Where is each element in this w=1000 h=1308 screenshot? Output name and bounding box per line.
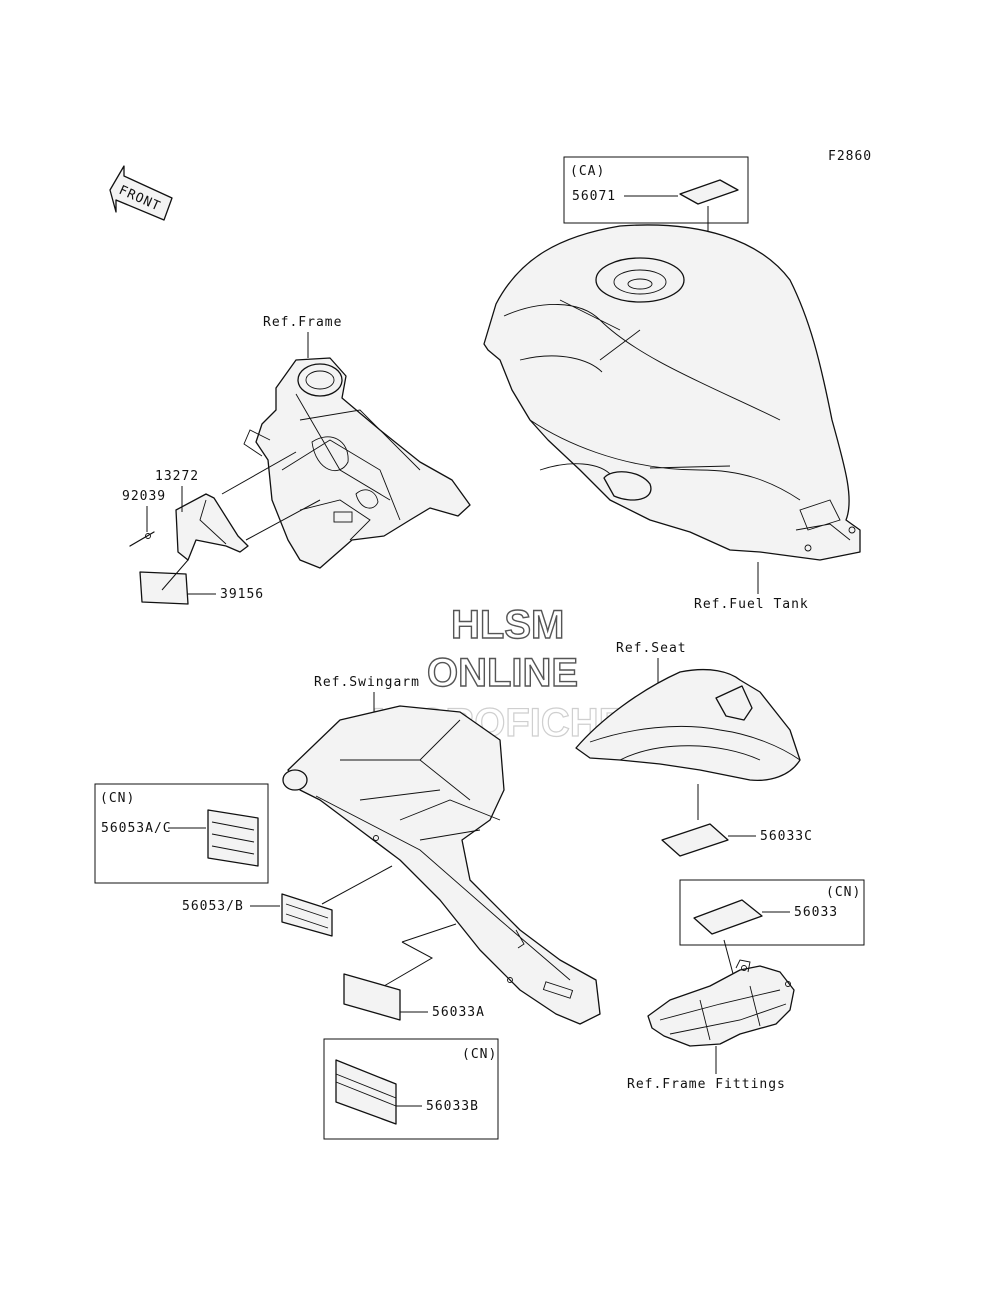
fuel-tank-illustration: [483, 224, 861, 561]
part-56033b-label: 56033B: [426, 1099, 479, 1114]
cn-callout-box-56033: [679, 879, 865, 946]
figure-code: F2860: [828, 149, 872, 164]
frame-illustration: [175, 357, 471, 569]
ref-swingarm-label: Ref.Swingarm: [314, 675, 420, 690]
label-56033b-sticker: [335, 1059, 397, 1125]
part-13272-label: 13272: [155, 469, 199, 484]
ca-callout-box: [563, 156, 749, 224]
cn-region-tag-56033: (CN): [826, 885, 861, 900]
label-56053ac-sticker: [207, 809, 259, 867]
front-arrow-icon: FRONT: [109, 165, 173, 221]
ref-frame-label: Ref.Frame: [263, 315, 342, 330]
screw-icon: [129, 531, 155, 547]
swingarm-illustration: [282, 705, 601, 1025]
ref-frame-fittings-label: Ref.Frame Fittings: [627, 1077, 786, 1092]
cn-callout-box-56053ac: [94, 783, 269, 884]
label-56033-sticker: [693, 899, 763, 935]
part-56033-label: 56033: [794, 905, 838, 920]
label-56033a-sticker: [343, 973, 401, 1021]
label-56053b-sticker: [281, 893, 333, 937]
label-56071-sticker: [679, 179, 739, 205]
label-56033c-sticker: [661, 823, 729, 857]
seat-illustration: [575, 668, 801, 782]
part-92039-label: 92039: [122, 489, 166, 504]
cn-region-tag-56033b: (CN): [462, 1047, 497, 1062]
svg-text:HLSM: HLSM: [451, 603, 564, 647]
part-39156-label: 39156: [220, 587, 264, 602]
cn-callout-box-56033b: [323, 1038, 499, 1140]
ca-region-tag: (CA): [570, 164, 605, 179]
part-56033c-label: 56033C: [760, 829, 813, 844]
part-56033a-label: 56033A: [432, 1005, 485, 1020]
part-56053b-label: 56053/B: [182, 899, 244, 914]
ref-fuel-tank-label: Ref.Fuel Tank: [694, 597, 809, 612]
part-56053ac-label: 56053A/C: [101, 821, 172, 836]
frame-fittings-illustration: [647, 959, 795, 1047]
svg-text:ONLINE: ONLINE: [427, 651, 578, 695]
cn-region-tag-56053ac: (CN): [100, 791, 135, 806]
ref-seat-label: Ref.Seat: [616, 641, 687, 656]
part-56071-label: 56071: [572, 189, 616, 204]
